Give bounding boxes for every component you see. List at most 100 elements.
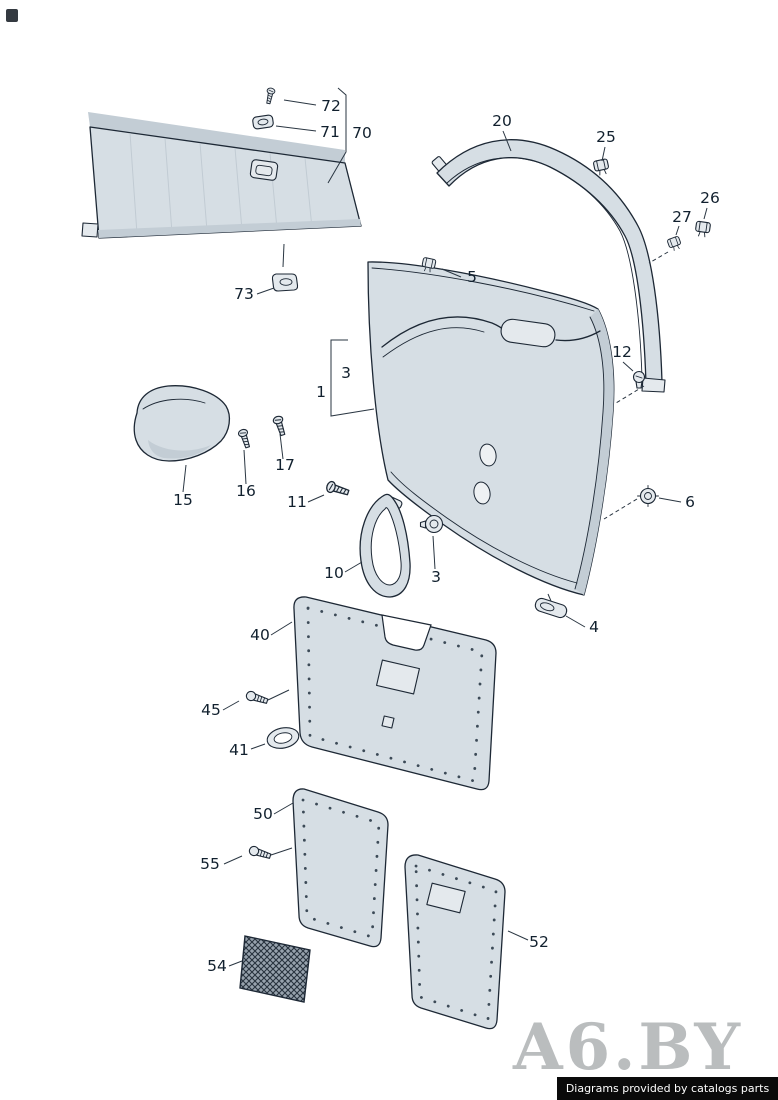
part-4-bracket — [534, 597, 568, 619]
leader-40 — [270, 621, 293, 636]
leader-27 — [675, 225, 680, 236]
tailgate-trim-panel — [367, 261, 615, 596]
callout-3a: 3 — [341, 364, 351, 382]
callout-10: 10 — [324, 564, 344, 582]
callout-70: 70 — [352, 124, 372, 142]
leader-12 — [622, 361, 634, 372]
link-45 — [267, 689, 290, 701]
callout-4: 4 — [589, 618, 599, 636]
callout-73: 73 — [234, 285, 254, 303]
dash-6 — [603, 498, 638, 520]
leader-41 — [250, 743, 266, 750]
part-27-clip — [666, 235, 683, 253]
part-6-grommet — [637, 485, 659, 507]
callout-72: 72 — [321, 97, 341, 115]
callout-15: 15 — [173, 491, 193, 509]
callout-26: 26 — [700, 189, 720, 207]
part-11-screw — [324, 479, 351, 499]
link-73 — [282, 243, 285, 268]
callout-11: 11 — [287, 493, 307, 511]
part-41-grommet-ring — [266, 727, 300, 749]
panel-hole — [473, 481, 491, 505]
callout-labels: 72 71 70 73 20 25 26 27 5 3 1 12 15 16 1… — [173, 97, 720, 975]
callout-27: 27 — [672, 208, 692, 226]
part-10-strap — [359, 493, 411, 598]
part-55-pin — [247, 844, 273, 862]
part-45-pin — [244, 689, 270, 707]
leader-5 — [441, 268, 462, 278]
leader-26 — [703, 207, 708, 220]
callout-25: 25 — [596, 128, 616, 146]
link-55 — [270, 847, 293, 856]
callout-71: 71 — [320, 123, 340, 141]
leader-6 — [658, 497, 682, 503]
panel-40-tab — [381, 715, 395, 729]
part-71-bracket — [252, 114, 274, 130]
leader-20 — [502, 130, 512, 152]
leader-55 — [223, 855, 243, 865]
callout-12: 12 — [612, 343, 632, 361]
leader-52 — [507, 930, 529, 941]
callout-6: 6 — [685, 493, 695, 511]
leader-10 — [344, 561, 363, 573]
callout-5: 5 — [467, 268, 477, 286]
side-panel-52 — [404, 854, 506, 1030]
part-25-clip — [592, 158, 611, 177]
callout-17: 17 — [275, 456, 295, 474]
part-3-cap — [419, 514, 444, 534]
link-4 — [547, 593, 552, 602]
leader-45 — [222, 700, 240, 711]
panel-40-notch — [381, 614, 432, 651]
panel-handle-recess — [500, 318, 556, 348]
shelf-handle — [249, 159, 279, 181]
credit-bar: Diagrams provided by catalogs parts — [557, 1077, 778, 1100]
callout-16: 16 — [236, 482, 256, 500]
part-17-screw — [271, 414, 289, 438]
callout-45: 45 — [201, 701, 221, 719]
dash-12 — [615, 385, 645, 404]
panel-hole — [479, 443, 497, 467]
leader-72 — [283, 99, 317, 106]
leader-3b — [432, 535, 436, 570]
panel-40-plate — [376, 659, 420, 695]
panel-52-plate — [426, 882, 466, 914]
callout-1: 1 — [316, 383, 326, 401]
callout-54: 54 — [207, 957, 227, 975]
leader-16 — [243, 449, 247, 485]
side-panel-50 — [292, 788, 389, 948]
callout-41: 41 — [229, 741, 249, 759]
callout-40: 40 — [250, 626, 270, 644]
part-26-clip — [694, 220, 712, 238]
strip-foot — [641, 377, 666, 393]
callout-3b: 3 — [431, 568, 441, 586]
callout-50: 50 — [253, 805, 273, 823]
parcel-shelf — [81, 112, 362, 239]
leader-50 — [273, 802, 294, 815]
corner-mark — [6, 9, 18, 22]
bracket-1 — [330, 339, 375, 417]
part-15-cover — [133, 385, 231, 462]
leader-4 — [565, 615, 586, 628]
bracket-70 — [327, 87, 347, 184]
leader-lines — [182, 87, 708, 967]
leader-15 — [182, 464, 187, 493]
part-72-screw — [264, 86, 276, 105]
leader-73 — [256, 287, 275, 295]
lower-panel-40 — [293, 596, 497, 791]
shelf-end-cap — [81, 222, 99, 238]
credit-text: Diagrams provided by catalogs parts — [565, 1082, 770, 1095]
part-73-bracket — [271, 273, 299, 292]
callout-55: 55 — [200, 855, 220, 873]
part-16-screw — [237, 427, 253, 450]
leader-71 — [275, 125, 317, 132]
trim-strip — [431, 139, 666, 393]
dash-27 — [648, 251, 669, 264]
leader-25 — [601, 146, 606, 162]
watermark-text: A6.BY — [512, 1010, 743, 1085]
leader-11 — [307, 494, 325, 503]
part-12-fastener — [632, 370, 646, 389]
part-54-net — [239, 935, 311, 1003]
callout-20: 20 — [492, 112, 512, 130]
